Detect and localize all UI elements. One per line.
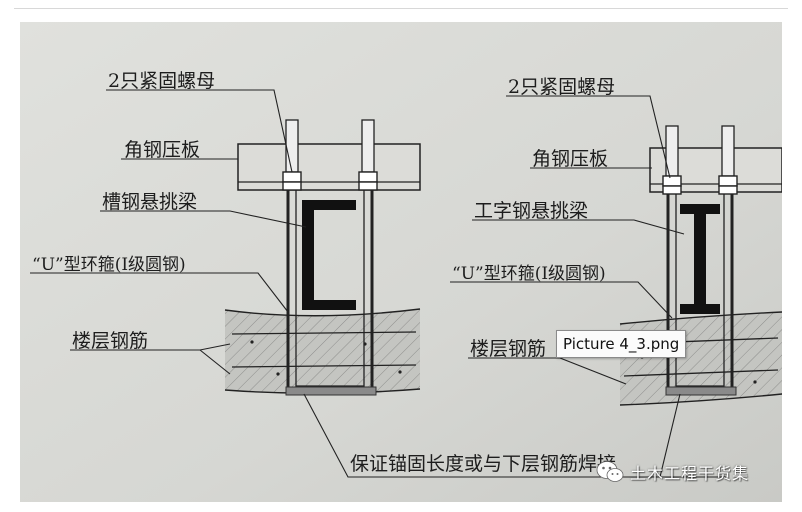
right-weld: [665, 386, 737, 396]
right-i-beam: [680, 204, 720, 314]
left-plate-label: 角钢压板: [124, 139, 200, 161]
construction-diagram-photo: 2只紧固螺母 角钢压板 槽钢悬挑梁 “U”型环箍(I级圆钢) 楼层钢筋 2只紧固…: [20, 22, 782, 502]
left-channel-beam: [302, 200, 356, 310]
right-detail: [450, 95, 782, 478]
bottom-anchor-label: 保证锚固长度或与下层钢筋焊接: [350, 453, 616, 475]
right-beam-label: 工字钢悬挑梁: [474, 200, 588, 222]
left-weld: [285, 386, 377, 396]
watermark: 土木工程干货集: [596, 458, 749, 486]
paper-background: [20, 22, 782, 502]
right-bolts-nuts: [662, 125, 738, 195]
right-rebar-label: 楼层钢筋: [470, 338, 546, 360]
top-divider: [14, 8, 788, 9]
left-concrete-slab: [224, 308, 421, 394]
left-hoop-label: “U”型环箍(I级圆钢): [32, 255, 186, 275]
left-angle-plate: [237, 143, 421, 191]
left-beam-label: 槽钢悬挑梁: [102, 191, 197, 213]
right-nut-label: 2只紧固螺母: [508, 76, 615, 98]
right-hoop-label: “U”型环箍(I级圆钢): [452, 264, 606, 284]
image-filename-tooltip: Picture 4_3.png: [556, 330, 687, 358]
left-rebar-label: 楼层钢筋: [72, 330, 148, 352]
left-detail: [30, 89, 726, 478]
right-plate-label: 角钢压板: [532, 148, 608, 170]
wechat-icon: [596, 461, 624, 482]
left-nut-label: 2只紧固螺母: [108, 70, 215, 92]
watermark-text: 土木工程干货集: [630, 464, 750, 483]
